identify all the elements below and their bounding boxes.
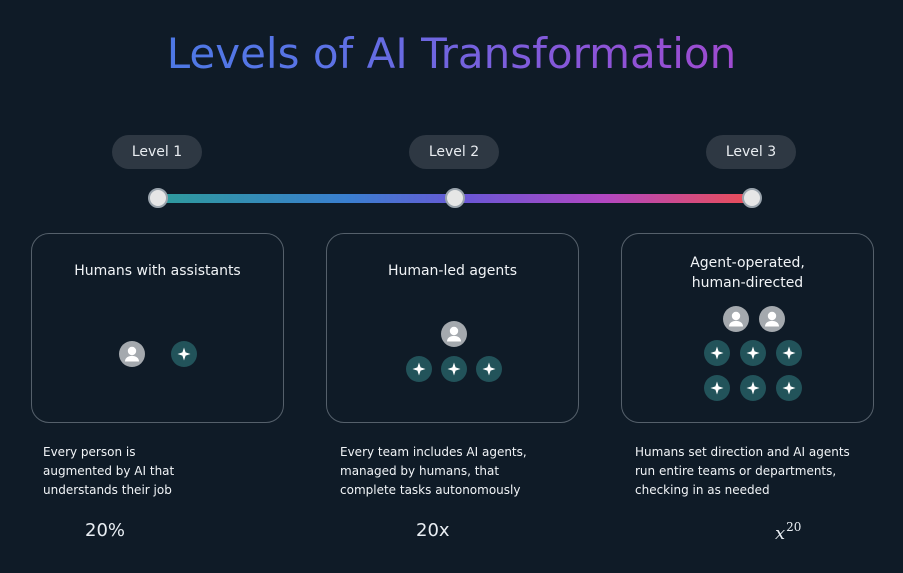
level-3-card-title-line-2: human-directed: [691, 275, 804, 291]
level-2-card-title: Human-led agents: [327, 261, 578, 281]
level-1-card-title: Humans with assistants: [32, 261, 283, 281]
description-line: Every team includes AI agents,: [340, 445, 527, 459]
sparkle-icon: [776, 340, 802, 366]
level-2-description: Every team includes AI agents, managed b…: [340, 443, 527, 500]
sparkle-icon: [406, 356, 432, 382]
level-3-metric-base: x: [775, 523, 786, 544]
level-3-card-title-line-1: Agent-operated,: [690, 255, 805, 271]
level-3-node: [742, 188, 762, 208]
level-3-metric-exponent: 20: [786, 520, 802, 534]
level-3-pill: Level 3: [706, 135, 796, 169]
level-1-card: Humans with assistants: [31, 233, 284, 423]
level-1-metric: 20%: [85, 520, 126, 541]
level-2-metric: 20x: [416, 520, 450, 541]
page-title: Levels of AI Transformation: [0, 26, 903, 82]
sparkle-icon: [740, 375, 766, 401]
level-1-node: [148, 188, 168, 208]
level-2-pill: Level 2: [409, 135, 499, 169]
sparkle-icon: [441, 356, 467, 382]
description-line: Humans set direction and AI agents: [635, 445, 850, 459]
description-line: run entire teams or departments,: [635, 464, 837, 478]
sparkle-icon: [776, 375, 802, 401]
description-line: complete tasks autonomously: [340, 483, 521, 497]
level-2-node: [445, 188, 465, 208]
sparkle-icon: [476, 356, 502, 382]
sparkle-icon: [740, 340, 766, 366]
level-1-pill: Level 1: [112, 135, 202, 169]
sparkle-icon: [704, 340, 730, 366]
sparkle-icon: [171, 341, 197, 367]
level-3-card: Agent-operated, human-directed: [621, 233, 874, 423]
level-1-card-title-line: Humans with assistants: [74, 263, 241, 279]
sparkle-icon: [704, 375, 730, 401]
level-2-card-title-line: Human-led agents: [387, 263, 518, 279]
person-icon: [441, 321, 467, 347]
level-3-metric: x20: [775, 520, 801, 544]
level-1-description: Every person is augmented by AI that und…: [43, 443, 174, 500]
description-line: understands their job: [43, 483, 172, 497]
person-icon: [119, 341, 145, 367]
description-line: augmented by AI that: [43, 464, 175, 478]
description-line: checking in as needed: [635, 483, 770, 497]
level-3-description: Humans set direction and AI agents run e…: [635, 443, 850, 500]
level-2-card: Human-led agents: [326, 233, 579, 423]
person-icon: [723, 306, 749, 332]
description-line: Every person is: [43, 445, 136, 459]
person-icon: [759, 306, 785, 332]
level-3-card-title: Agent-operated, human-directed: [622, 253, 873, 293]
description-line: managed by humans, that: [340, 464, 500, 478]
